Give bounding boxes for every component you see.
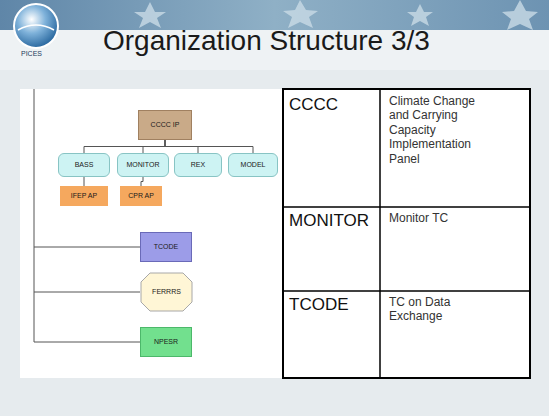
advisory-box: CPR AP	[120, 186, 162, 206]
chart-panel	[20, 89, 283, 378]
table-cell: Climate Change and Carrying Capacity Imp…	[389, 94, 485, 166]
logo-globe	[14, 4, 58, 48]
table-frame	[283, 89, 530, 378]
logo-text: PICES	[21, 50, 42, 58]
table-key: MONITOR	[289, 211, 369, 231]
octagon-shape	[141, 273, 192, 311]
org-connector	[143, 140, 165, 153]
table-cell: Monitor TC	[389, 211, 485, 225]
table-cell: TC on Data Exchange	[389, 295, 485, 324]
bus-branch	[34, 247, 140, 248]
node-label: IFEP AP	[71, 192, 97, 200]
org-connector	[165, 140, 253, 153]
node-label: MODEL	[241, 161, 266, 169]
bus-branch	[34, 342, 140, 343]
starfish	[134, 2, 166, 28]
node-label: CPR AP	[128, 192, 154, 200]
table-rule	[379, 89, 381, 378]
program-box: REX	[174, 153, 222, 177]
node-label: MONITOR	[127, 161, 160, 169]
org-connector	[84, 177, 85, 186]
study-octagon: FERRRS	[140, 272, 193, 312]
program-box: MODEL	[228, 153, 278, 177]
node-label: REX	[191, 161, 205, 169]
panel-box: CCCC IP	[138, 110, 192, 140]
node-label: TCODE	[154, 243, 179, 251]
table-key: CCCC	[289, 95, 338, 115]
starfish	[283, 0, 318, 28]
org-connector	[141, 177, 143, 186]
node-label: CCCC IP	[151, 121, 180, 129]
table-rule	[283, 206, 530, 208]
node-label: NPESR	[154, 338, 178, 346]
node-label: BASS	[75, 161, 94, 169]
committee-box: TCODE	[140, 232, 192, 262]
slide-title: Organization Structure 3/3	[103, 24, 430, 58]
advisory-box: IFEP AP	[60, 186, 108, 206]
program-box: MONITOR	[117, 153, 169, 177]
program-box: NPESR	[140, 327, 192, 357]
logo-wave	[18, 25, 54, 30]
table-key: TCODE	[289, 295, 349, 315]
table-rule	[283, 290, 530, 292]
node-label: FERRRS	[152, 288, 181, 296]
bus-lines	[34, 89, 140, 342]
starfish	[407, 4, 433, 26]
bus-line	[34, 89, 35, 342]
bus-branch	[34, 292, 140, 293]
starfish	[502, 0, 538, 30]
program-box: BASS	[58, 153, 110, 177]
org-connector	[84, 140, 165, 153]
